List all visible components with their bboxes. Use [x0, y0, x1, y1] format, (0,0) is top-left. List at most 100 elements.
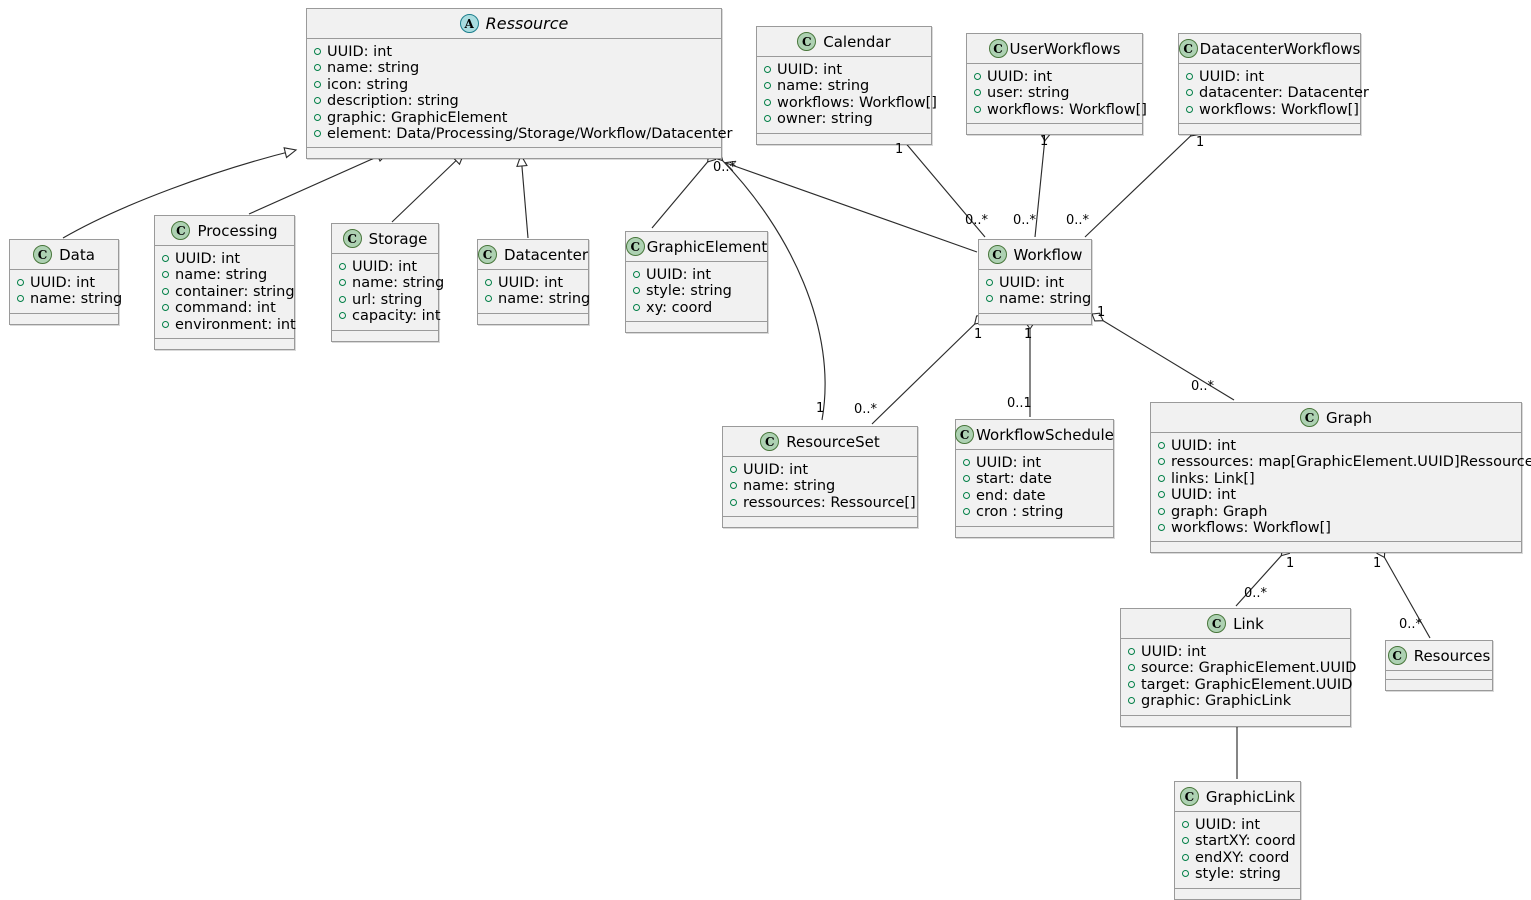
- attribute-label: UUID: int: [1171, 438, 1237, 454]
- public-visibility-icon: [485, 295, 492, 303]
- public-visibility-icon: [986, 295, 993, 303]
- public-visibility-icon: [974, 73, 981, 80]
- class-methods-storage: [332, 331, 438, 341]
- public-visibility-icon: [1158, 458, 1165, 466]
- class-methods-graph: [1151, 542, 1521, 552]
- class-attribute: name: string: [314, 60, 713, 76]
- class-name-datacenterworkflows: DatacenterWorkflows: [1199, 39, 1361, 58]
- public-visibility-icon: [974, 89, 981, 97]
- class-icon: C: [625, 237, 645, 256]
- attribute-label: name: string: [327, 60, 420, 77]
- class-methods-graphiclink: [1175, 889, 1300, 899]
- class-icon: C: [797, 32, 817, 51]
- class-name-userworkflows: UserWorkflows: [1009, 39, 1121, 58]
- public-visibility-icon: [986, 279, 993, 286]
- multiplicity-label: 0..*: [1244, 586, 1268, 601]
- attribute-label: UUID: int: [646, 267, 712, 283]
- class-attribute: workflows: Workflow[]: [1158, 520, 1513, 536]
- public-visibility-icon: [485, 279, 492, 286]
- attribute-label: workflows: Workflow[]: [1199, 101, 1359, 118]
- class-attribute: style: string: [633, 283, 759, 299]
- public-visibility-icon: [1158, 524, 1165, 532]
- class-methods-datacenter: [478, 314, 588, 324]
- class-attribute: UUID: int: [974, 69, 1134, 85]
- attribute-label: UUID: int: [777, 62, 843, 78]
- attribute-label: UUID: int: [976, 455, 1042, 471]
- public-visibility-icon: [764, 66, 771, 73]
- attribute-label: style: string: [646, 283, 732, 300]
- attribute-label: UUID: int: [1141, 644, 1207, 660]
- attribute-label: description: string: [327, 93, 459, 110]
- multiplicity-label: 1: [1373, 556, 1382, 571]
- public-visibility-icon: [314, 130, 321, 138]
- edge-processing-ressource: [248, 151, 390, 215]
- public-visibility-icon: [963, 508, 970, 516]
- class-attribute: style: string: [1182, 866, 1292, 882]
- class-name-datacenter: Datacenter: [503, 245, 589, 264]
- multiplicity-label: 1: [1097, 305, 1106, 320]
- class-attribute: name: string: [339, 275, 444, 291]
- multiplicity-label: 1: [895, 142, 904, 157]
- class-attribute: name: string: [485, 291, 590, 307]
- public-visibility-icon: [974, 105, 981, 113]
- attribute-label: UUID: int: [175, 251, 241, 267]
- class-icon: C: [988, 39, 1008, 58]
- class-icon: C: [1299, 408, 1319, 427]
- class-icon: C: [477, 245, 497, 264]
- attribute-label: target: GraphicElement.UUID: [1141, 676, 1353, 693]
- attribute-label: xy: coord: [646, 299, 713, 316]
- attribute-label: UUID: int: [1171, 487, 1237, 504]
- attribute-label: element: Data/Processing/Storage/Workflo…: [327, 126, 733, 143]
- public-visibility-icon: [764, 82, 771, 90]
- class-icon: C: [760, 432, 780, 451]
- class-attribute: start: date: [963, 471, 1105, 487]
- class-methods-graphicelement: [626, 322, 767, 332]
- public-visibility-icon: [1182, 870, 1189, 878]
- edge-datacenterworkflows-workflow: [1084, 126, 1201, 238]
- class-methods-ressource: [307, 148, 721, 158]
- class-header-datacenter: C Datacenter: [477, 240, 589, 270]
- multiplicity-label: 1: [974, 327, 983, 342]
- attribute-label: startXY: coord: [1195, 833, 1296, 850]
- class-attribute: xy: coord: [633, 300, 759, 316]
- public-visibility-icon: [1128, 680, 1135, 688]
- class-attribute: UUID: int: [1182, 817, 1292, 833]
- attribute-label: icon: string: [327, 76, 409, 93]
- public-visibility-icon: [1182, 853, 1189, 861]
- class-icon: C: [987, 245, 1007, 264]
- class-attribute: element: Data/Processing/Storage/Workflo…: [314, 126, 732, 142]
- public-visibility-icon: [339, 312, 346, 320]
- attribute-label: UUID: int: [743, 462, 809, 478]
- multiplicity-label: 1: [1286, 556, 1295, 571]
- class-methods-userworkflows: [967, 124, 1142, 134]
- class-methods-processing: [155, 339, 294, 349]
- class-attribute: end: date: [963, 488, 1105, 504]
- multiplicity-label: 0..*: [713, 160, 737, 175]
- attribute-label: graphic: GraphicLink: [1141, 693, 1292, 710]
- class-attribute: name: string: [17, 291, 122, 307]
- attribute-label: name: string: [30, 291, 123, 308]
- attribute-label: graph: Graph: [1171, 503, 1268, 520]
